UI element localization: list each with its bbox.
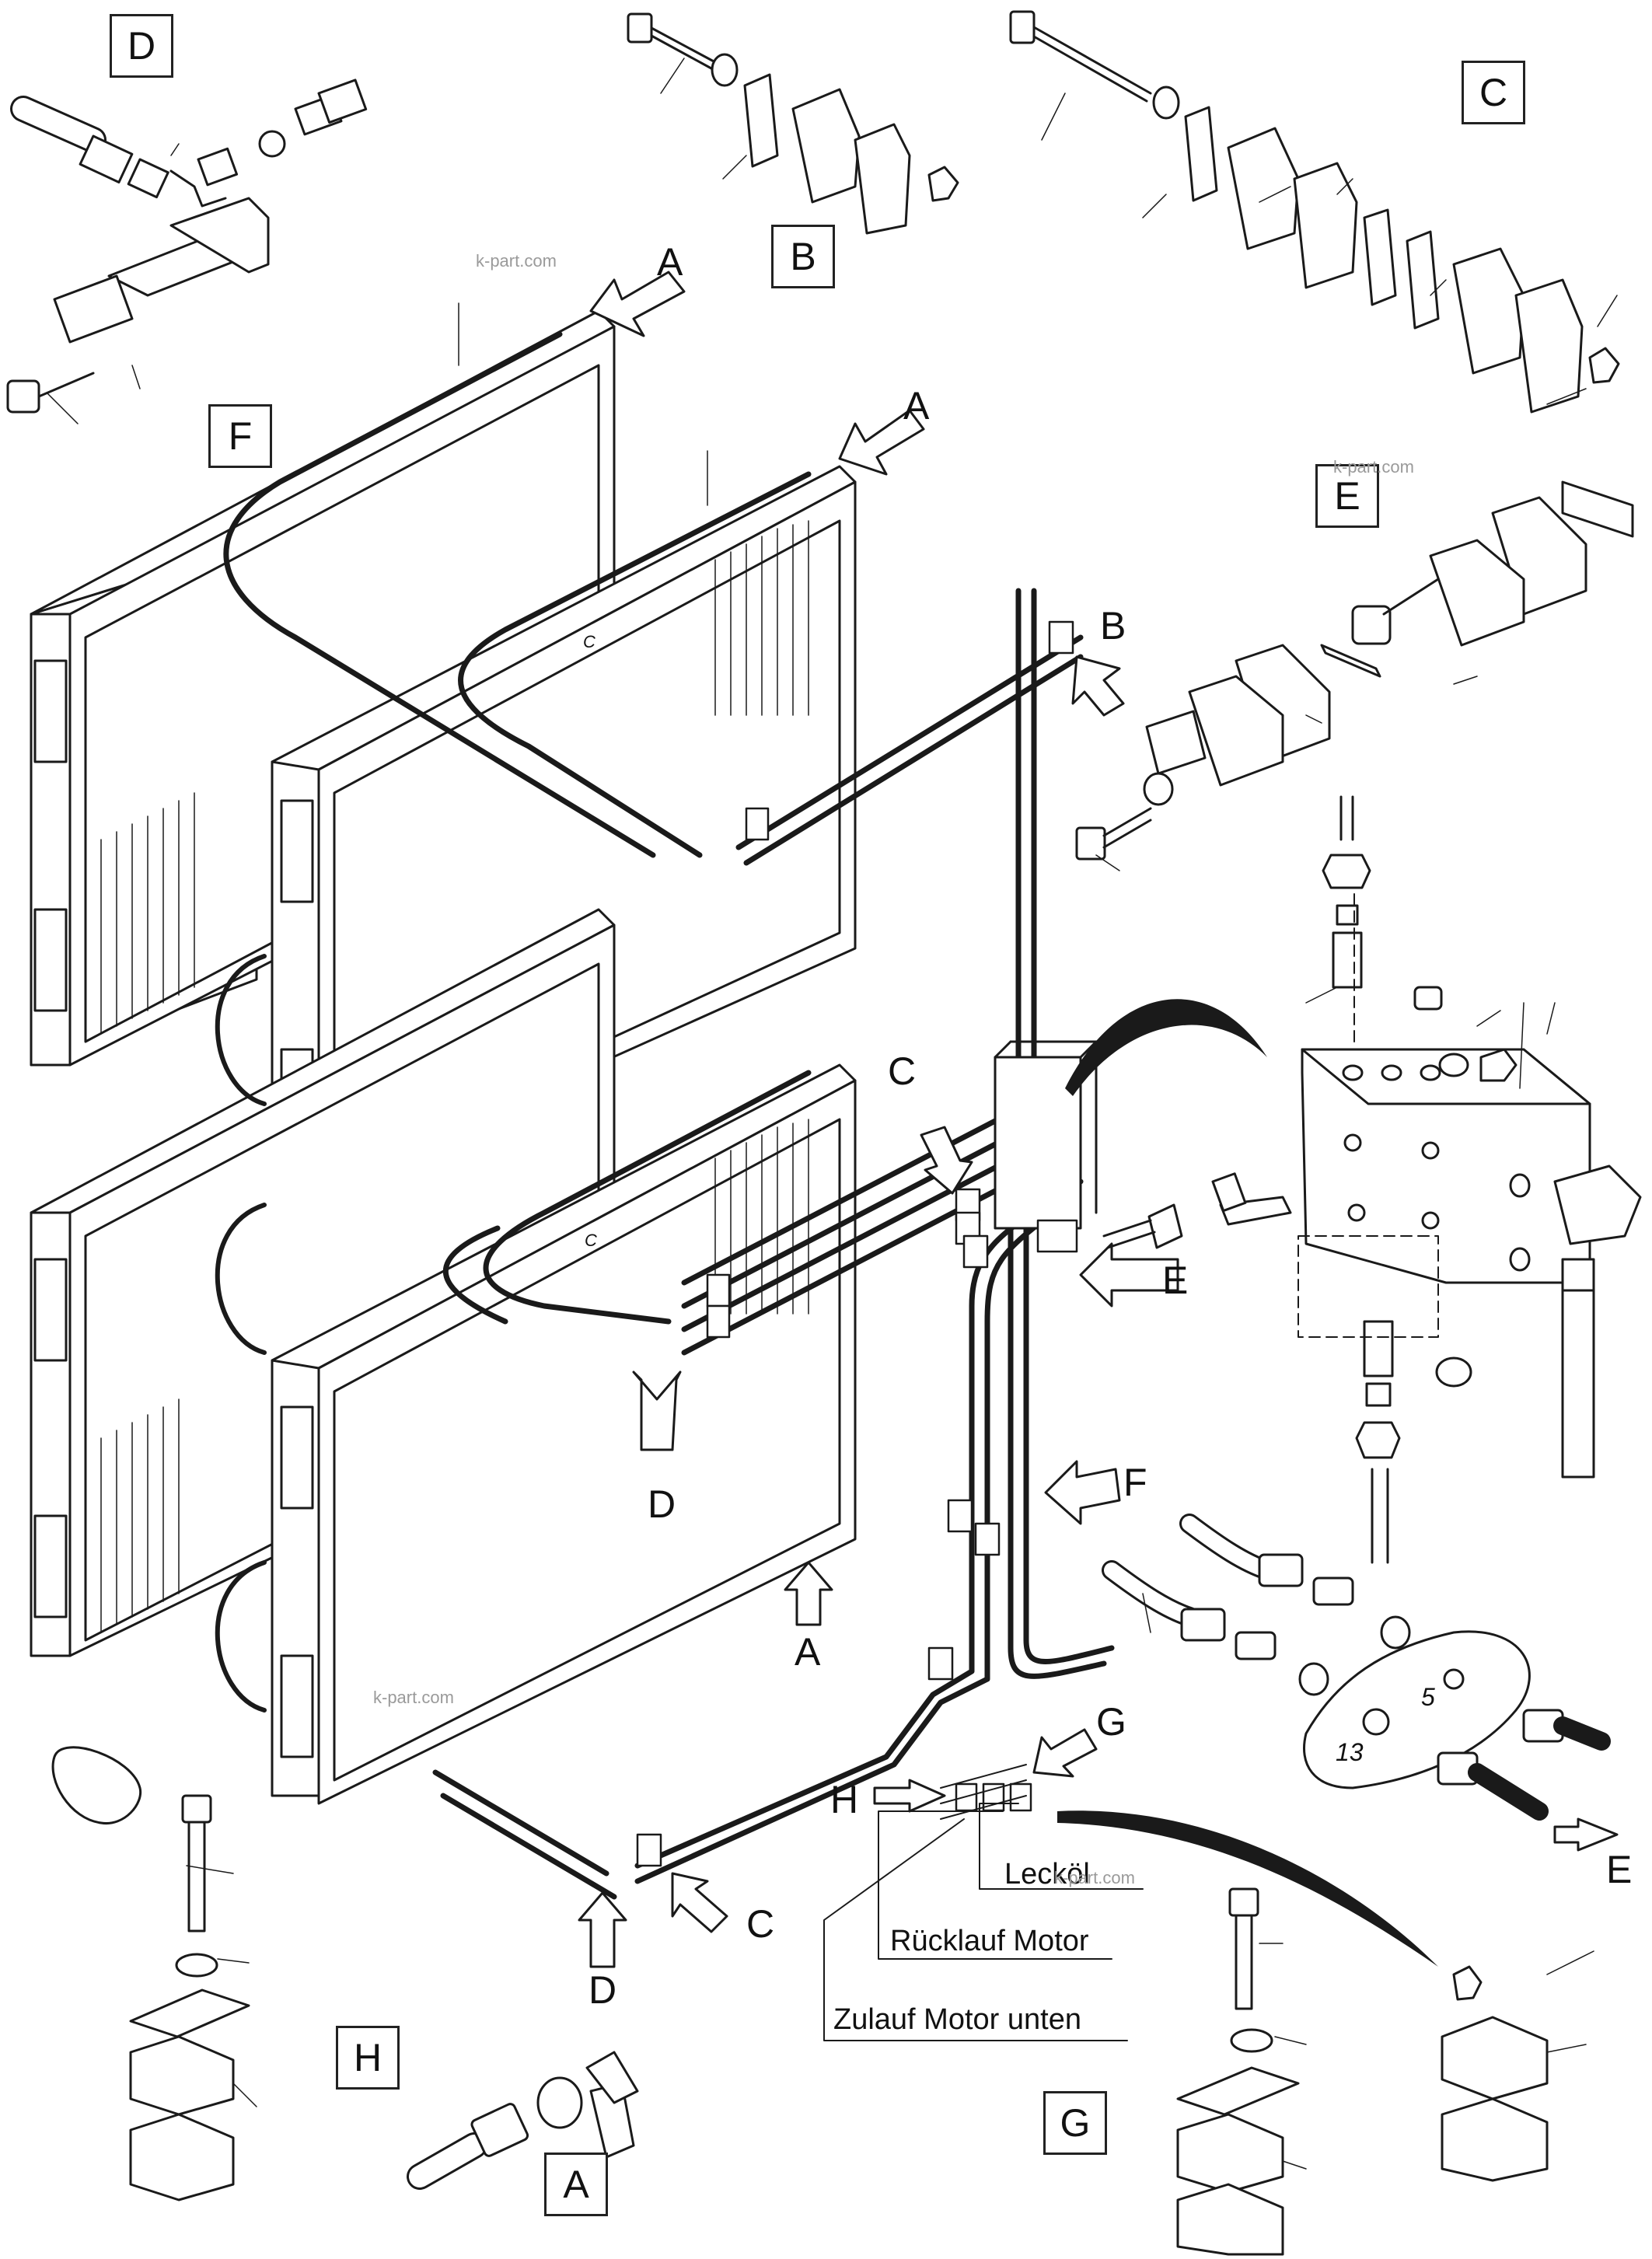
hose-label-leakage: Lecköl xyxy=(1004,1858,1090,1891)
hose-clamps xyxy=(636,620,1078,1867)
hose-loops-left xyxy=(215,954,267,1713)
flange-assembly xyxy=(1102,1514,1611,1821)
arrow-h xyxy=(873,1779,946,1813)
arrow-label-b: B xyxy=(1100,604,1126,648)
detail-box-b: B xyxy=(771,225,835,288)
hose-label-feed-motor-bottom: Zulauf Motor unten xyxy=(833,2003,1081,2036)
detail-box-h: H xyxy=(336,2026,400,2090)
arrow-label-h: H xyxy=(830,1778,859,1821)
detail-box-g: G xyxy=(1043,2091,1107,2155)
valve-block-assembly xyxy=(1102,795,1642,1564)
manifold-block xyxy=(994,1040,1098,1230)
arrow-label-a-top-right: A xyxy=(903,384,930,428)
arrow-d-mid xyxy=(632,1370,682,1451)
cooler-back-upper xyxy=(30,309,616,1067)
cooler-mark-upper: C xyxy=(583,632,595,651)
detail-box-c: C xyxy=(1462,61,1525,124)
detail-d-fittings xyxy=(6,79,368,414)
curved-swoosh-arrows xyxy=(1057,999,1438,1967)
arrow-c-mid xyxy=(920,1126,973,1195)
hose-label-return-motor: Rücklauf Motor xyxy=(890,1925,1089,1957)
detail-a-fittings xyxy=(407,2051,639,2190)
detail-e-clamp-kit xyxy=(1075,480,1634,861)
arrow-label-a-top-left: A xyxy=(657,240,683,284)
arrow-label-f: F xyxy=(1123,1461,1147,1504)
g-hose-stubs xyxy=(940,1764,1027,1820)
watermark-4: k-part.com xyxy=(1054,1868,1135,1887)
arrow-a-lower xyxy=(784,1561,833,1626)
watermark-1: k-part.com xyxy=(476,251,557,271)
detail-b-clamp-kit xyxy=(627,12,959,235)
arrow-f xyxy=(1044,1460,1121,1525)
hose-label-leaders xyxy=(823,1803,1144,2041)
arrow-c-lower xyxy=(671,1872,728,1933)
watermark-2: k-part.com xyxy=(1333,457,1414,477)
arrow-label-c-lower: C xyxy=(746,1902,775,1946)
arrow-label-d-lower: D xyxy=(589,1968,617,2012)
arrow-label-a-lower: A xyxy=(795,1630,821,1674)
leader-lines xyxy=(46,58,1618,2170)
arrow-a-top-right xyxy=(838,409,925,476)
detail-box-a: A xyxy=(544,2153,608,2216)
detail-box-e: E xyxy=(1315,464,1379,528)
flange-number-left: 13 xyxy=(1336,1738,1364,1766)
arrow-label-e-flange: E xyxy=(1606,1848,1633,1891)
flange-number-right: 5 xyxy=(1421,1683,1435,1711)
arrow-g xyxy=(1032,1728,1098,1778)
detail-h-clamp-kit xyxy=(51,1746,250,2201)
watermark-3: k-part.com xyxy=(373,1688,454,1707)
arrow-label-g: G xyxy=(1096,1700,1126,1744)
cooler-mark-lower: C xyxy=(585,1231,597,1250)
callout-arrows xyxy=(578,271,1619,1968)
arrow-b xyxy=(1071,655,1125,717)
detail-box-d: D xyxy=(110,14,173,78)
arrow-label-d-mid: D xyxy=(648,1482,676,1526)
arrow-d-lower xyxy=(578,1891,627,1968)
detail-g-clamp-kits xyxy=(1176,1887,1549,2256)
arrow-a-top-left xyxy=(589,271,686,337)
detail-c-clamp-kit xyxy=(1009,10,1620,414)
arrow-label-c-mid: C xyxy=(888,1049,917,1093)
arrow-label-e-mid: E xyxy=(1162,1259,1189,1302)
arrow-e-flange xyxy=(1553,1817,1619,1852)
detail-box-f: F xyxy=(208,404,272,468)
